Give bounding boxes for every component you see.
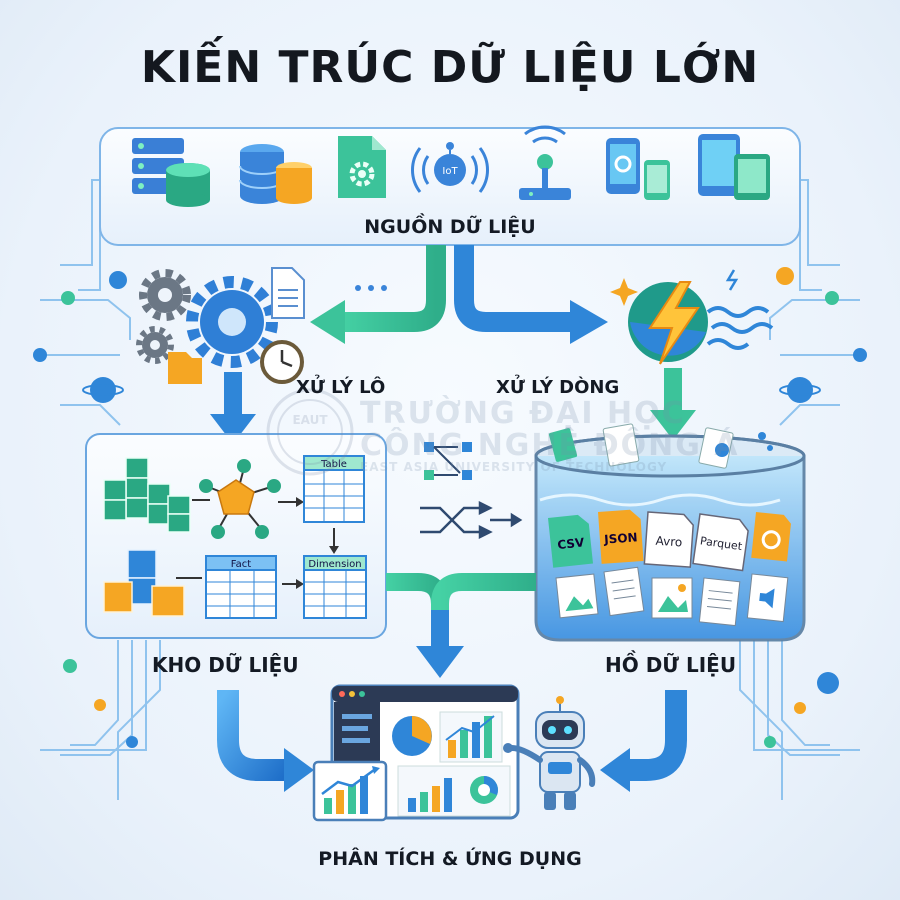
- sensor-icon: [519, 125, 571, 200]
- stream-processing-label: XỬ LÝ DÒNG: [496, 377, 620, 398]
- diagram-title: KIẾN TRÚC DỮ LIỆU LỚN: [140, 42, 760, 93]
- database-icon: [239, 144, 312, 204]
- fact-table-icon: Fact: [205, 555, 277, 619]
- table-label: Table: [320, 459, 347, 470]
- watermark-line-3: EAST ASIA UNIVERSITY OF TECHNOLOGY: [360, 460, 668, 474]
- watermark-seal-text: EAUT: [292, 413, 328, 427]
- table-grid-icon: Table: [303, 455, 365, 523]
- watermark-seal: EAUT: [266, 388, 354, 476]
- robot-icon: [503, 696, 596, 810]
- stream-down-arrow: [650, 368, 696, 440]
- warehouse-cubes-icon: [103, 457, 191, 617]
- gear-file-icon: [338, 136, 386, 198]
- workflow-icon: [424, 442, 472, 480]
- circuit-nodes: [33, 267, 867, 748]
- batch-gears-icon: [136, 267, 305, 384]
- fact-label: Fact: [231, 559, 251, 570]
- devices-icon: [698, 134, 770, 200]
- star-schema-icon: [199, 459, 281, 539]
- data-lake-label: HỒ DỮ LIỆU: [605, 653, 737, 677]
- shuffle-icon: [420, 500, 523, 540]
- analytics-dashboard-icon: [312, 684, 520, 822]
- analytics-label: PHÂN TÍCH & ỨNG DỤNG: [318, 848, 582, 870]
- json-label: JSON: [603, 530, 638, 546]
- csv-label: CSV: [557, 535, 586, 552]
- watermark-line-1: TRƯỜNG ĐẠI HỌC: [360, 396, 686, 431]
- stream-lightning-icon: [610, 269, 774, 365]
- avro-label: Avro: [655, 534, 683, 550]
- batch-down-arrow: [210, 372, 256, 444]
- watermark: TRƯỜNG ĐẠI HỌC CÔNG NGHỆ ĐÔNG Á EAST ASI…: [360, 398, 740, 474]
- flow-dots: [355, 285, 387, 291]
- watermark-line-2: CÔNG NGHỆ ĐÔNG Á: [360, 427, 740, 463]
- parquet-label: Parquet: [699, 534, 743, 553]
- dimension-table-icon: Dimension: [303, 555, 367, 619]
- iot-label: IoT: [442, 166, 458, 177]
- iot-icon: IoT: [410, 142, 490, 193]
- source-split-arrow: [310, 245, 608, 344]
- lake-floating-files: [548, 423, 773, 469]
- warehouse-to-analytics-arrow: [217, 690, 314, 792]
- dimension-label: Dimension: [308, 559, 361, 570]
- merge-arrow: [386, 573, 536, 678]
- lake-format-files: CSV JSON Avro Parquet: [548, 509, 791, 627]
- data-sources-label: NGUỒN DỮ LIỆU: [364, 216, 536, 238]
- lake-to-analytics-arrow: [600, 690, 687, 792]
- server-icon: [132, 138, 210, 207]
- batch-processing-label: XỬ LÝ LÔ: [296, 377, 386, 398]
- mobile-icon: [606, 138, 670, 200]
- data-warehouse-label: KHO DỮ LIỆU: [152, 653, 299, 677]
